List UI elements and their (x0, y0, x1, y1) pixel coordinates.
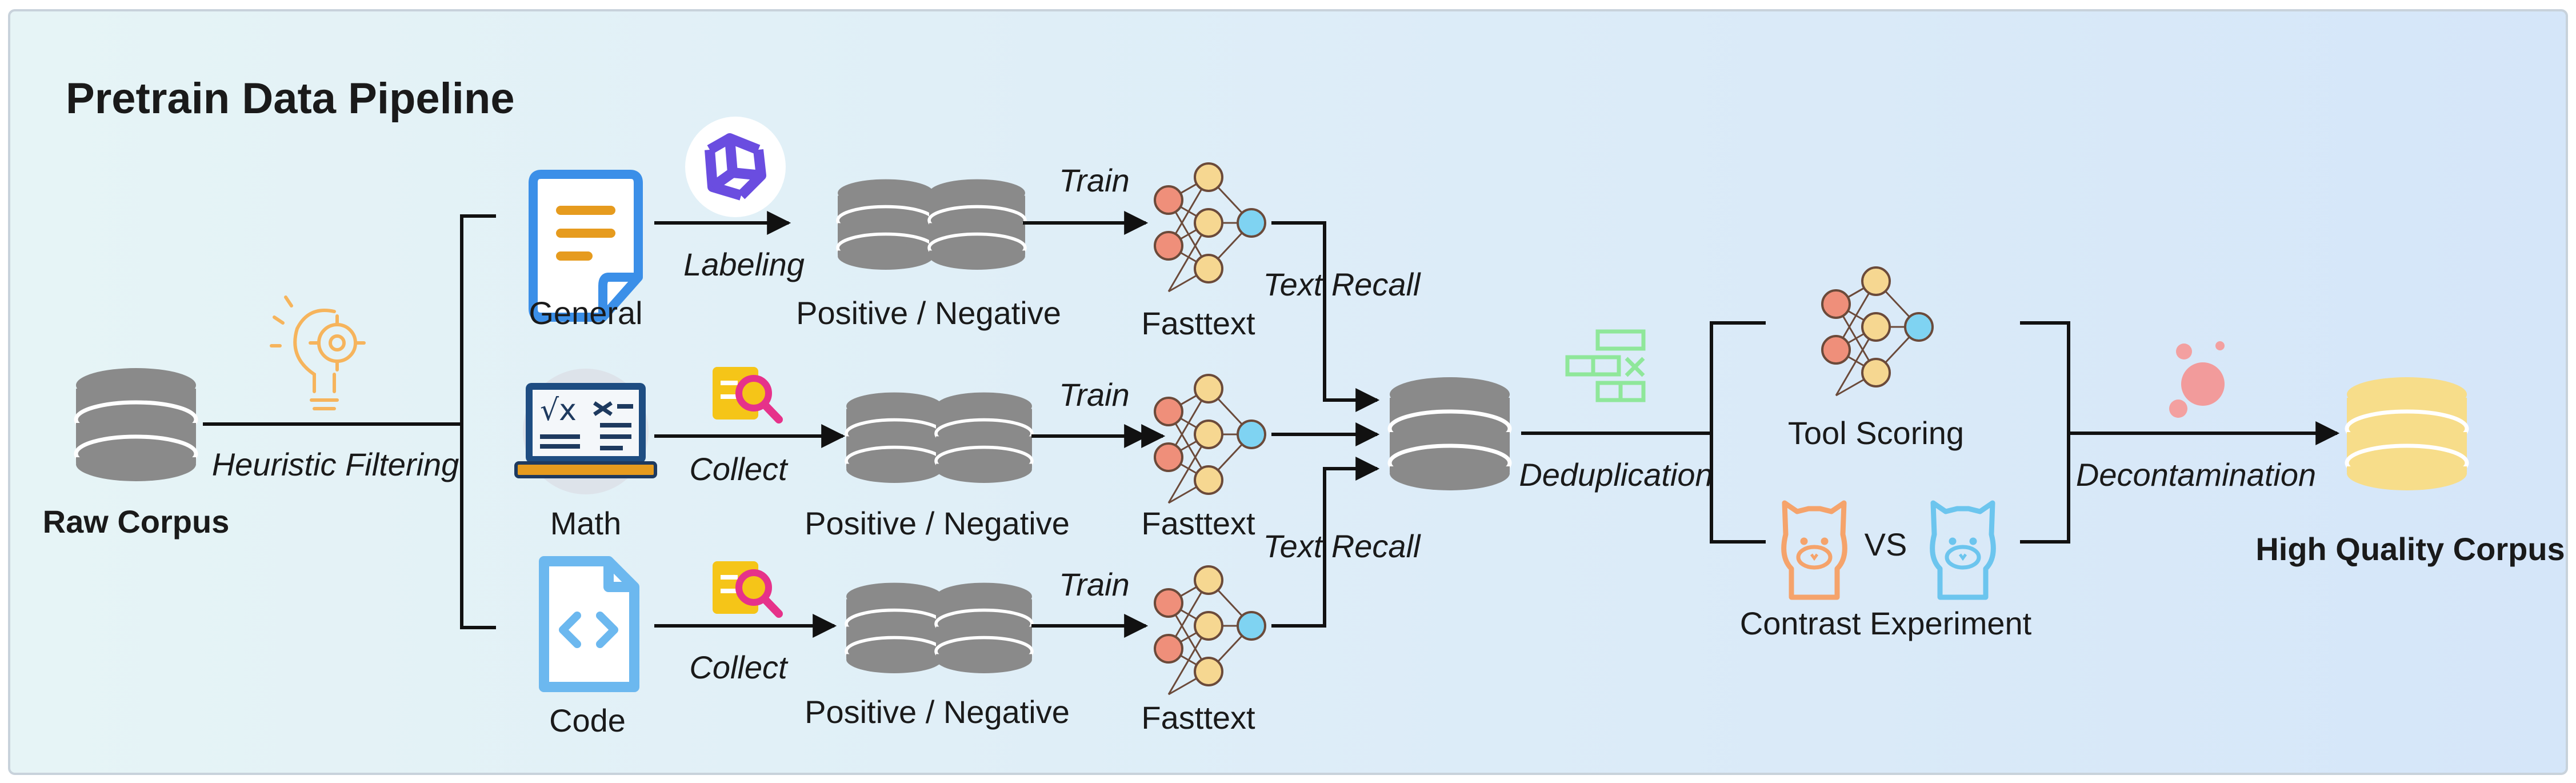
edge-code-recall (1271, 457, 1380, 628)
train-label: Train (1059, 566, 1129, 602)
pos-neg-label: Positive / Negative (796, 295, 1061, 331)
deduplication-label: Deduplication (1519, 457, 1713, 493)
database-icon (846, 393, 942, 483)
contrast-experiment-label: Contrast Experiment (1740, 605, 2032, 641)
document-icon (529, 170, 643, 322)
database-icon (936, 583, 1032, 673)
fasttext-label: Fasttext (1141, 305, 1255, 341)
page-title: Pretrain Data Pipeline (66, 74, 515, 123)
math-label: Math (550, 505, 622, 541)
decontamination-label: Decontamination (2076, 457, 2316, 493)
database-icon (838, 179, 934, 270)
database-icon (929, 179, 1025, 270)
fasttext-label: Fasttext (1141, 700, 1255, 736)
bubbles-icon (2169, 341, 2225, 418)
split-bracket (460, 214, 496, 629)
train-label: Train (1059, 162, 1129, 198)
database-icon (846, 583, 942, 673)
code-label: Code (549, 702, 626, 738)
collect-label: Collect (689, 451, 789, 487)
lightbulb-gear-icon (270, 295, 366, 410)
database-icon (936, 393, 1032, 483)
database-icon-gold (2347, 377, 2467, 490)
math-laptop-icon: √x (514, 369, 657, 494)
svg-text:√x: √x (540, 393, 577, 428)
background-panel (8, 9, 2568, 775)
labeling-label: Labeling (683, 246, 805, 282)
database-icon (1390, 377, 1510, 490)
pos-neg-label: Positive / Negative (805, 505, 1070, 541)
dedup-table-icon (1565, 329, 1646, 402)
qwen-logo-icon (685, 117, 786, 217)
high-quality-corpus-label: High Quality Corpus (2255, 531, 2565, 567)
vs-label: VS (1865, 526, 1907, 562)
pos-neg-label: Positive / Negative (805, 694, 1070, 730)
fasttext-label: Fasttext (1141, 505, 1255, 541)
general-label: General (529, 295, 642, 331)
train-label: Train (1059, 377, 1129, 413)
text-recall-label: Text Recall (1263, 266, 1422, 302)
raw-corpus-label: Raw Corpus (43, 504, 230, 540)
filter-bracket-left (1710, 321, 1766, 544)
heuristic-filtering-label: Heuristic Filtering (212, 446, 459, 482)
edge-general-recall (1271, 221, 1380, 412)
tool-scoring-label: Tool Scoring (1788, 415, 1964, 451)
collect-label: Collect (689, 649, 789, 685)
text-recall-label: Text Recall (1263, 528, 1422, 564)
code-file-icon (539, 556, 639, 692)
database-icon (76, 368, 196, 481)
